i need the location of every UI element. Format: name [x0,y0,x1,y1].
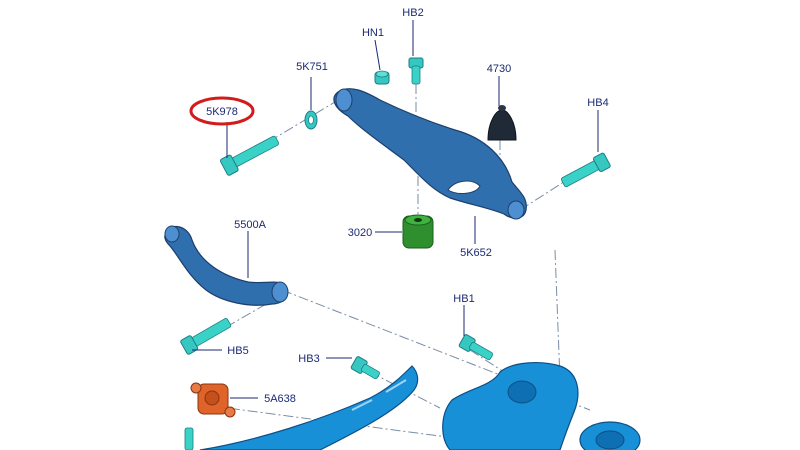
bolt-5K978 [219,135,280,176]
label-HN1: HN1 [362,27,384,39]
label-HB3: HB3 [298,353,319,365]
bolt-HB2 [408,57,424,85]
leader-HN1 [374,39,381,71]
label-5A638: 5A638 [264,393,296,405]
bolt-vertical-lower [184,427,194,450]
bolt-HB5 [180,318,232,355]
upper-control-arm [333,88,527,220]
label-5K751: 5K751 [296,61,328,73]
axis-upper-arm-right [519,177,571,211]
label-5K652: 5K652 [460,247,492,259]
label-HB2: HB2 [402,7,423,19]
label-3020: 3020 [348,227,372,239]
trailing-arm [199,365,419,450]
nut-HN1 [374,70,390,85]
bushing-5A638 [190,382,236,418]
callout-labels: 5K978 5K751 HN1 HB2 4730 HB4 3020 5K652 … [206,7,609,405]
washer-5K751 [304,110,318,130]
label-5K978: 5K978 [206,106,238,118]
axis-knuckle [554,249,561,381]
lower-arm-outer-eye [271,281,289,303]
upper-arm-bushing-eye [335,88,353,112]
leader-lines [192,20,599,399]
label-4730: 4730 [487,63,511,75]
bolt-HB4 [560,152,611,188]
label-HB5: HB5 [227,345,248,357]
label-5500A: 5500A [234,219,266,231]
bolt-HB3 [350,356,380,380]
highlight-ring [189,96,255,126]
bushing-3020 [402,214,434,249]
lower-arm-inner-eye [164,225,180,243]
lower-arm [164,225,289,306]
bump-stop-4730 [487,105,517,141]
wheel-knuckle [442,362,641,450]
label-HB4: HB4 [587,97,608,109]
label-HB1: HB1 [453,293,474,305]
bolt-HB1 [458,334,494,361]
upper-arm-outer-eye [507,200,525,220]
